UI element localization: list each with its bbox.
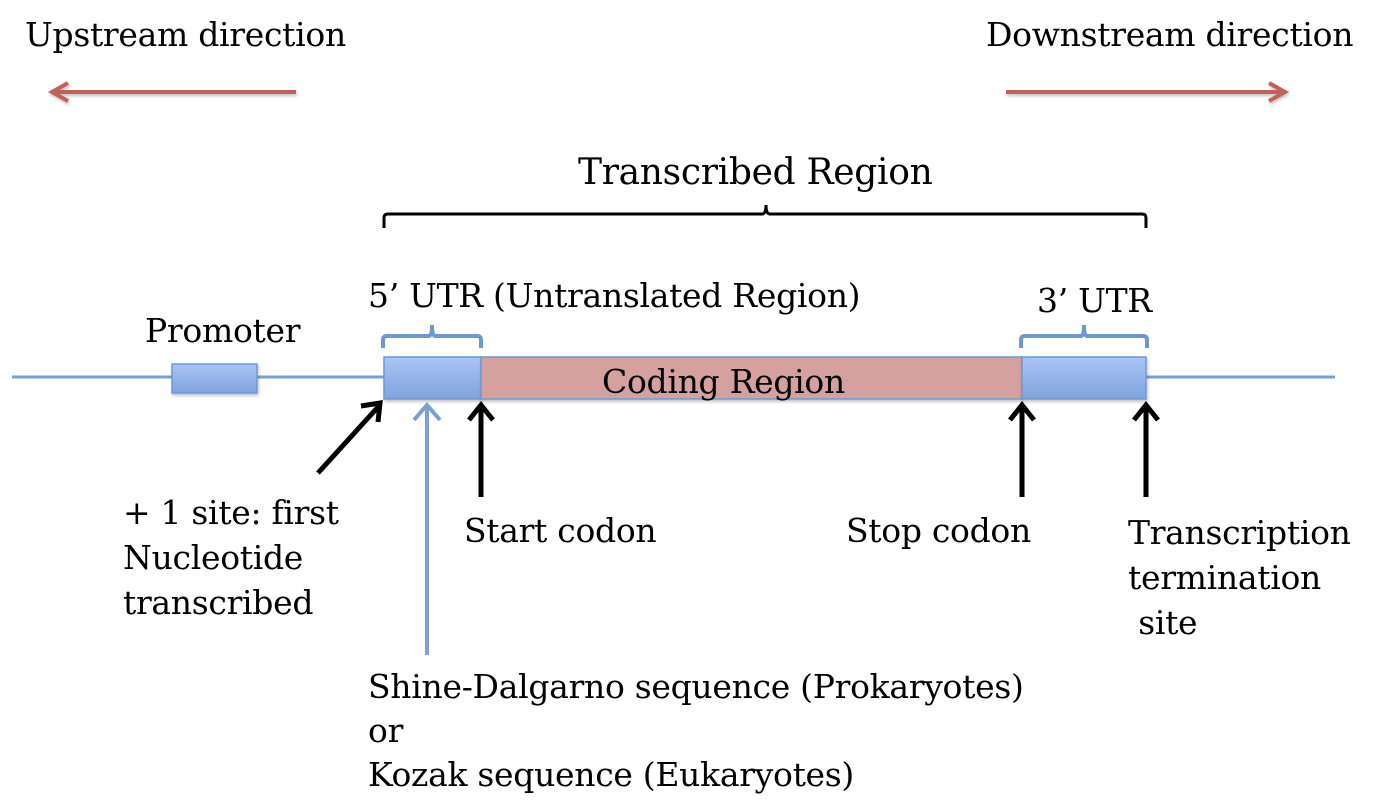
start-codon-label: Start codon <box>464 511 657 550</box>
stop-codon-arrow <box>1008 400 1036 497</box>
promoter-label: Promoter <box>145 311 301 350</box>
downstream-direction-label: Downstream direction <box>986 15 1354 54</box>
sequence-arrow <box>412 401 442 655</box>
transcribed-region-bracket <box>382 204 1148 228</box>
coding-region-label: Coding Region <box>602 362 845 401</box>
utr3-bracket <box>1019 324 1149 348</box>
transcribed-region-label: Transcribed Region <box>578 152 933 193</box>
utr5-label: 5’ UTR (Untranslated Region) <box>368 276 861 315</box>
upstream-direction-label: Upstream direction <box>25 15 346 54</box>
utr5-bracket <box>381 324 483 348</box>
stop-codon-label: Stop codon <box>846 511 1031 550</box>
start-codon-arrow <box>467 400 495 497</box>
termination-site-arrow <box>1132 400 1160 497</box>
utr5-box <box>383 356 482 400</box>
utr3-box <box>1021 356 1147 400</box>
plus-one-site-arrow <box>316 400 383 475</box>
downstream-arrow <box>1006 81 1290 103</box>
promoter-box <box>171 363 258 394</box>
coding-region-box <box>480 356 1023 400</box>
utr3-label: 3’ UTR <box>1037 281 1152 320</box>
termination-site-label: Transcription termination site <box>1128 513 1351 642</box>
upstream-arrow <box>47 81 296 103</box>
sequence-label: Shine-Dalgarno sequence (Prokaryotes) or… <box>368 667 1024 794</box>
plus-one-site-label: + 1 site: first Nucleotide transcribed <box>123 493 339 622</box>
